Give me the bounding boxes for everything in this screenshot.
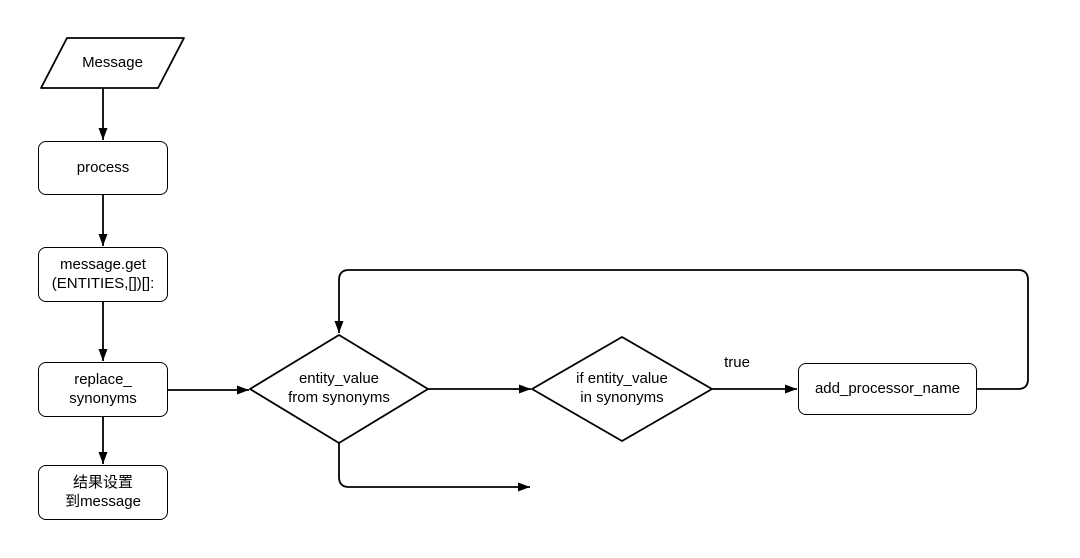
node-if-entity-value-in-synonyms-label: if entity_value in synonyms [576,370,668,406]
node-message-get: message.get (ENTITIES,[])[]: [38,247,168,302]
node-message-label: Message [82,53,143,71]
edge-add-processor-loop-to-diamond-1 [334,269,1029,390]
node-entity-value-from-synonyms-label: entity_value from synonyms [288,370,390,406]
edge-diamond-1-bottom-exit [338,443,530,492]
node-result-to-message: 结果设置 到message [38,465,168,520]
node-process: process [38,141,168,195]
message-parallelogram-shape [40,37,185,89]
edge-label-true: true [724,353,750,371]
node-replace-synonyms: replace_ synonyms [38,362,168,417]
node-add-processor-name: add_processor_name [798,363,977,415]
